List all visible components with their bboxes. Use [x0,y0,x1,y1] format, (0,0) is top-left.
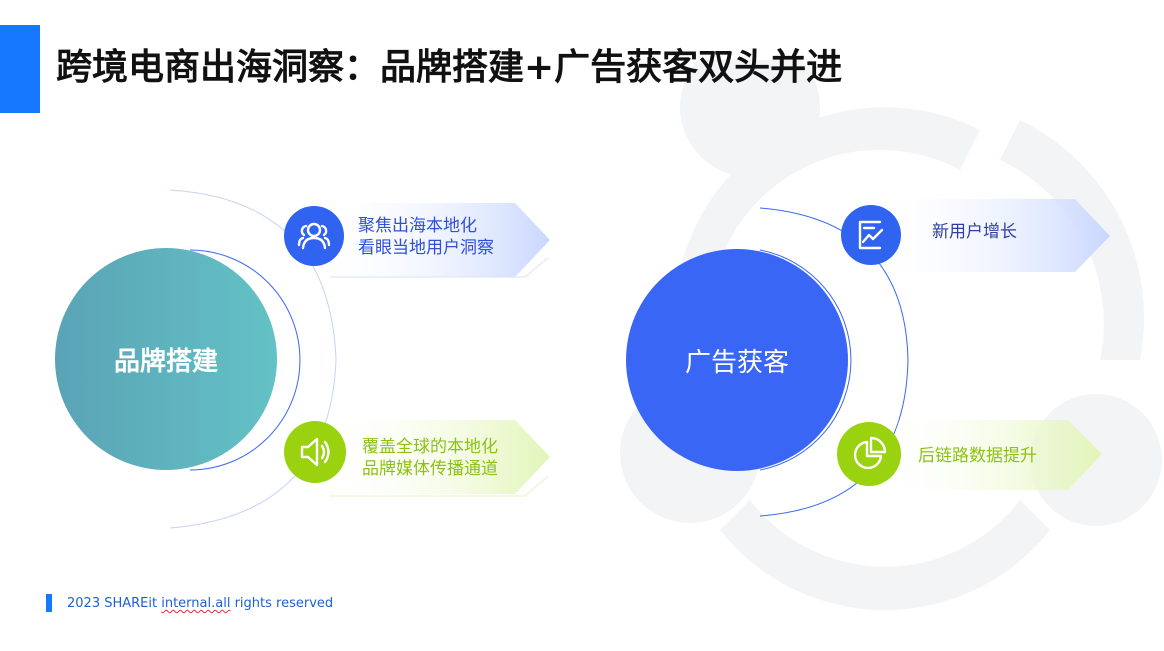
brand-item-1-text: 聚焦出海本地化 看眼当地用户洞察 [358,215,494,259]
footer-copyright: 2023 SHAREit internal.all rights reserve… [67,596,333,611]
footer-underlined: internal.all [161,596,231,611]
brand-item-2-line2: 品牌媒体传播通道 [362,459,498,479]
ad-acquisition-label: 广告获客 [684,347,789,378]
footer-accent-bar [46,594,52,612]
footer-suffix: rights reserved [230,596,334,611]
title-accent-bar [0,25,40,113]
ad-acquisition-circle: 广告获客 [626,249,848,471]
users-icon [284,206,344,266]
chart-line-icon [841,205,901,265]
ads-item-1-text: 新用户增长 [932,222,1017,242]
footer-prefix: 2023 SHAREit [67,596,162,611]
pie-chart-icon [837,422,901,486]
brand-item-2-line1: 覆盖全球的本地化 [362,437,498,457]
ads-item-2-text: 后链路数据提升 [918,446,1037,466]
brand-building-label: 品牌搭建 [113,346,218,377]
speaker-icon [284,421,346,483]
brand-item-1-line2: 看眼当地用户洞察 [358,238,494,258]
brand-item-1-line1: 聚焦出海本地化 [358,216,477,236]
brand-building-circle: 品牌搭建 [55,248,277,470]
page-title: 跨境电商出海洞察：品牌搭建+广告获客双头并进 [56,47,843,88]
brand-item-2-text: 覆盖全球的本地化 品牌媒体传播通道 [362,436,498,480]
